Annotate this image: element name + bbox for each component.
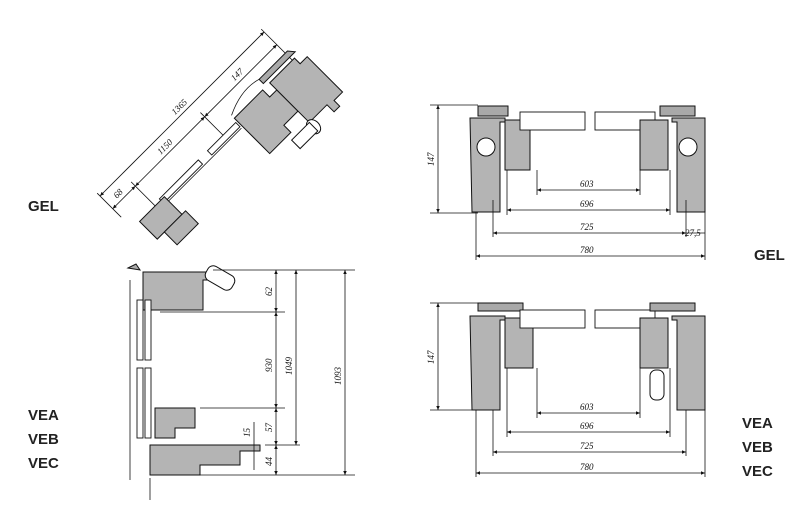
plan-gel: 147 603 696 725 27,5 780: [426, 104, 706, 260]
roof-window-section: 1365 1150 147 68: [96, 28, 344, 246]
dim-line-1150: [135, 116, 205, 187]
dim-15: 15: [242, 428, 252, 438]
dim-603-ve: 603: [580, 402, 594, 412]
label-veb-right: VEB: [742, 439, 773, 456]
dim-line-147: [204, 44, 278, 118]
dim-62: 62: [264, 287, 274, 297]
dim-27-5-gel: 27,5: [685, 228, 701, 238]
dim-line-68: [112, 185, 136, 210]
dim-930: 930: [264, 358, 274, 372]
dim-780-gel: 780: [580, 245, 594, 255]
plan-ve: 147 603 696 725 780: [426, 302, 706, 477]
dim-1365: 1365: [169, 97, 189, 117]
dim-1150: 1150: [155, 137, 175, 157]
dim-57: 57: [264, 423, 274, 433]
dim-725-ve: 725: [580, 441, 594, 451]
label-vea-left: VEA: [28, 407, 59, 424]
vertical-window-section: 62 930 1049 1093 57 15 44: [126, 263, 355, 500]
dim-44: 44: [264, 457, 274, 467]
label-veb-left: VEB: [28, 431, 59, 448]
dim-147-roof: 147: [229, 66, 246, 83]
dim-696-gel: 696: [580, 199, 594, 209]
dim-603-gel: 603: [580, 179, 594, 189]
dim-147-ve: 147: [426, 350, 436, 364]
dim-147-gel: 147: [426, 152, 436, 166]
label-vec-left: VEC: [28, 455, 59, 472]
label-gel-left: GEL: [28, 198, 59, 215]
dim-1093: 1093: [333, 367, 343, 386]
dim-780-ve: 780: [580, 462, 594, 472]
label-vec-right: VEC: [742, 463, 773, 480]
label-gel-right: GEL: [754, 247, 785, 264]
dim-1049: 1049: [284, 357, 294, 376]
dim-725-gel: 725: [580, 222, 594, 232]
label-vea-right: VEA: [742, 415, 773, 432]
dim-696-ve: 696: [580, 421, 594, 431]
